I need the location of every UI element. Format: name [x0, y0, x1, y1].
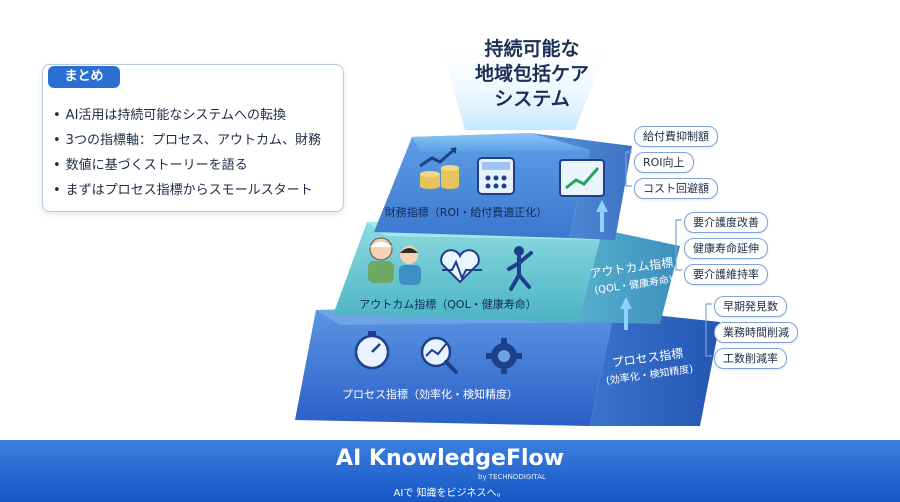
metric-connectors: [625, 151, 712, 357]
metric-pill-outcome: 健康寿命延伸: [684, 238, 768, 259]
magnifier-chart-icon: [420, 336, 458, 374]
brand-logo-text: AI KnowledgeFlow: [336, 446, 564, 471]
summary-item: 3つの指標軸：プロセス、アウトカム、財務: [53, 128, 321, 153]
calculator-icon: [477, 157, 515, 195]
brand-byline: by TECHNODIGITAL: [478, 473, 546, 481]
summary-list: AI活用は持続可能なシステムへの転換 3つの指標軸：プロセス、アウトカム、財務 …: [53, 103, 321, 203]
growth-coins-icon: [419, 146, 459, 189]
metric-pill-financial: コスト回避額: [634, 178, 718, 199]
brand-tagline: AIで 知識をビジネスへ。: [393, 488, 507, 499]
stopwatch-icon: [354, 331, 390, 370]
gear-icon: [486, 338, 522, 374]
trend-chart-icon: [559, 159, 605, 197]
up-arrow-icon: [596, 200, 632, 330]
metric-pill-process: 業務時間削減: [714, 322, 798, 343]
summary-item: 数値に基づくストーリーを語る: [53, 153, 321, 178]
summary-item: AI活用は持続可能なシステムへの転換: [53, 103, 321, 128]
metric-pill-outcome: 要介護維持率: [684, 264, 768, 285]
top-title-line2: 地域包括ケア: [475, 62, 589, 85]
top-title-line1: 持続可能な: [484, 37, 579, 60]
footer-bar: [0, 440, 900, 502]
pyramid-top-title: 持続可能な 地域包括ケア システム: [475, 37, 589, 110]
tier-financial-side: [530, 133, 632, 240]
metric-pill-outcome: 要介護度改善: [684, 212, 768, 233]
summary-title: まとめ: [48, 66, 120, 88]
light-beam: [440, 40, 610, 130]
metric-pill-financial: 給付費抑制額: [634, 126, 718, 147]
tier-process-label: プロセス指標（効率化・検知精度）: [342, 387, 518, 401]
tier-financial-label: 財務指標（ROI・給付費適正化）: [385, 205, 548, 219]
top-title-line3: システム: [494, 88, 569, 110]
elderly-care-icon: [368, 237, 421, 285]
metric-pill-process: 早期発見数: [714, 296, 787, 317]
tier-process-side: [560, 305, 720, 426]
tier-financial-top: [412, 133, 590, 152]
summary-box: AI活用は持続可能なシステムへの転換 3つの指標軸：プロセス、アウトカム、財務 …: [42, 64, 344, 212]
tier-outcome-side: [549, 218, 680, 324]
metric-pill-financial: ROI向上: [634, 152, 694, 173]
exercise-icon: [507, 246, 533, 291]
metric-pill-process: 工数削減率: [714, 348, 787, 369]
tier-outcome-label: アウトカム指標（QOL・健康寿命）: [359, 297, 536, 311]
summary-item: まずはプロセス指標からスモールスタート: [53, 178, 321, 203]
heartbeat-icon: [440, 249, 482, 284]
